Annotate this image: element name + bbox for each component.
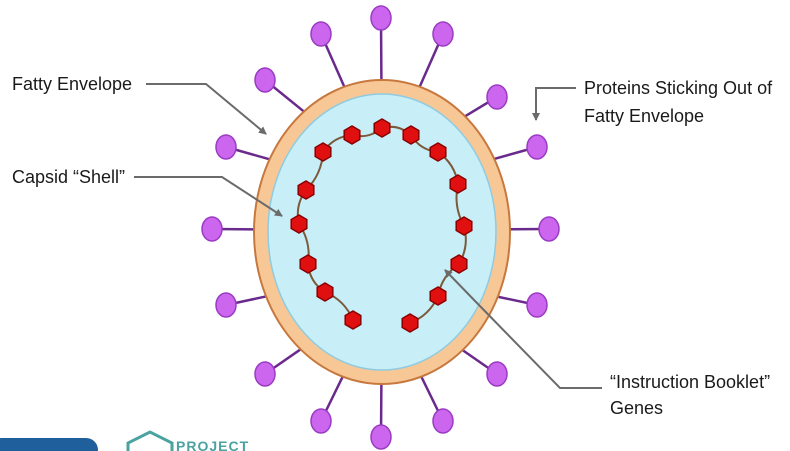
capsomere-hexagon-icon (344, 126, 360, 144)
protein-spike-icon (539, 217, 559, 241)
label-instruction-line2: Genes (610, 398, 663, 418)
leader-proteins (536, 88, 576, 120)
protein-spike-icon (433, 409, 453, 433)
house-icon (128, 432, 172, 451)
capsomere-hexagon-icon (450, 175, 466, 193)
capsomere-hexagon-icon (374, 119, 390, 137)
capsomere-hexagon-icon (430, 143, 446, 161)
protein-spike-icon (527, 135, 547, 159)
capsomere-hexagon-icon (403, 126, 419, 144)
protein-spike-icon (202, 217, 222, 241)
protein-spike-icon (371, 6, 391, 30)
protein-spike-icon (487, 85, 507, 109)
capsomere-hexagon-icon (315, 143, 331, 161)
label-proteins-line2: Fatty Envelope (584, 106, 704, 126)
protein-spike-icon (216, 293, 236, 317)
logo-left (0, 438, 98, 451)
capsomere-hexagon-icon (317, 283, 333, 301)
protein-spike-icon (216, 135, 236, 159)
protein-spike-icon (433, 22, 453, 46)
label-capsid: Capsid “Shell” (12, 167, 125, 187)
capsomere-hexagon-icon (451, 255, 467, 273)
capsomere-hexagon-icon (345, 311, 361, 329)
protein-spike-icon (255, 68, 275, 92)
capsomere-hexagon-icon (456, 217, 472, 235)
logo-project: PROJECT (128, 432, 249, 451)
protein-spike-icon (487, 362, 507, 386)
capsomere-hexagon-icon (402, 314, 418, 332)
protein-spike-icon (311, 22, 331, 46)
label-fatty-envelope: Fatty Envelope (12, 74, 132, 94)
capsomere-hexagon-icon (300, 255, 316, 273)
leader-fatty-envelope (146, 84, 266, 134)
capsomere-hexagon-icon (430, 287, 446, 305)
capsomere-hexagon-icon (291, 215, 307, 233)
logo-project-text: PROJECT (176, 438, 249, 451)
capsomere-hexagon-icon (298, 181, 314, 199)
protein-spike-icon (311, 409, 331, 433)
logo-left-badge (0, 438, 98, 451)
protein-spike-icon (527, 293, 547, 317)
label-instruction-line1: “Instruction Booklet” (610, 372, 770, 392)
protein-spike-icon (371, 425, 391, 449)
protein-spike-icon (255, 362, 275, 386)
label-proteins-line1: Proteins Sticking Out of (584, 78, 773, 98)
